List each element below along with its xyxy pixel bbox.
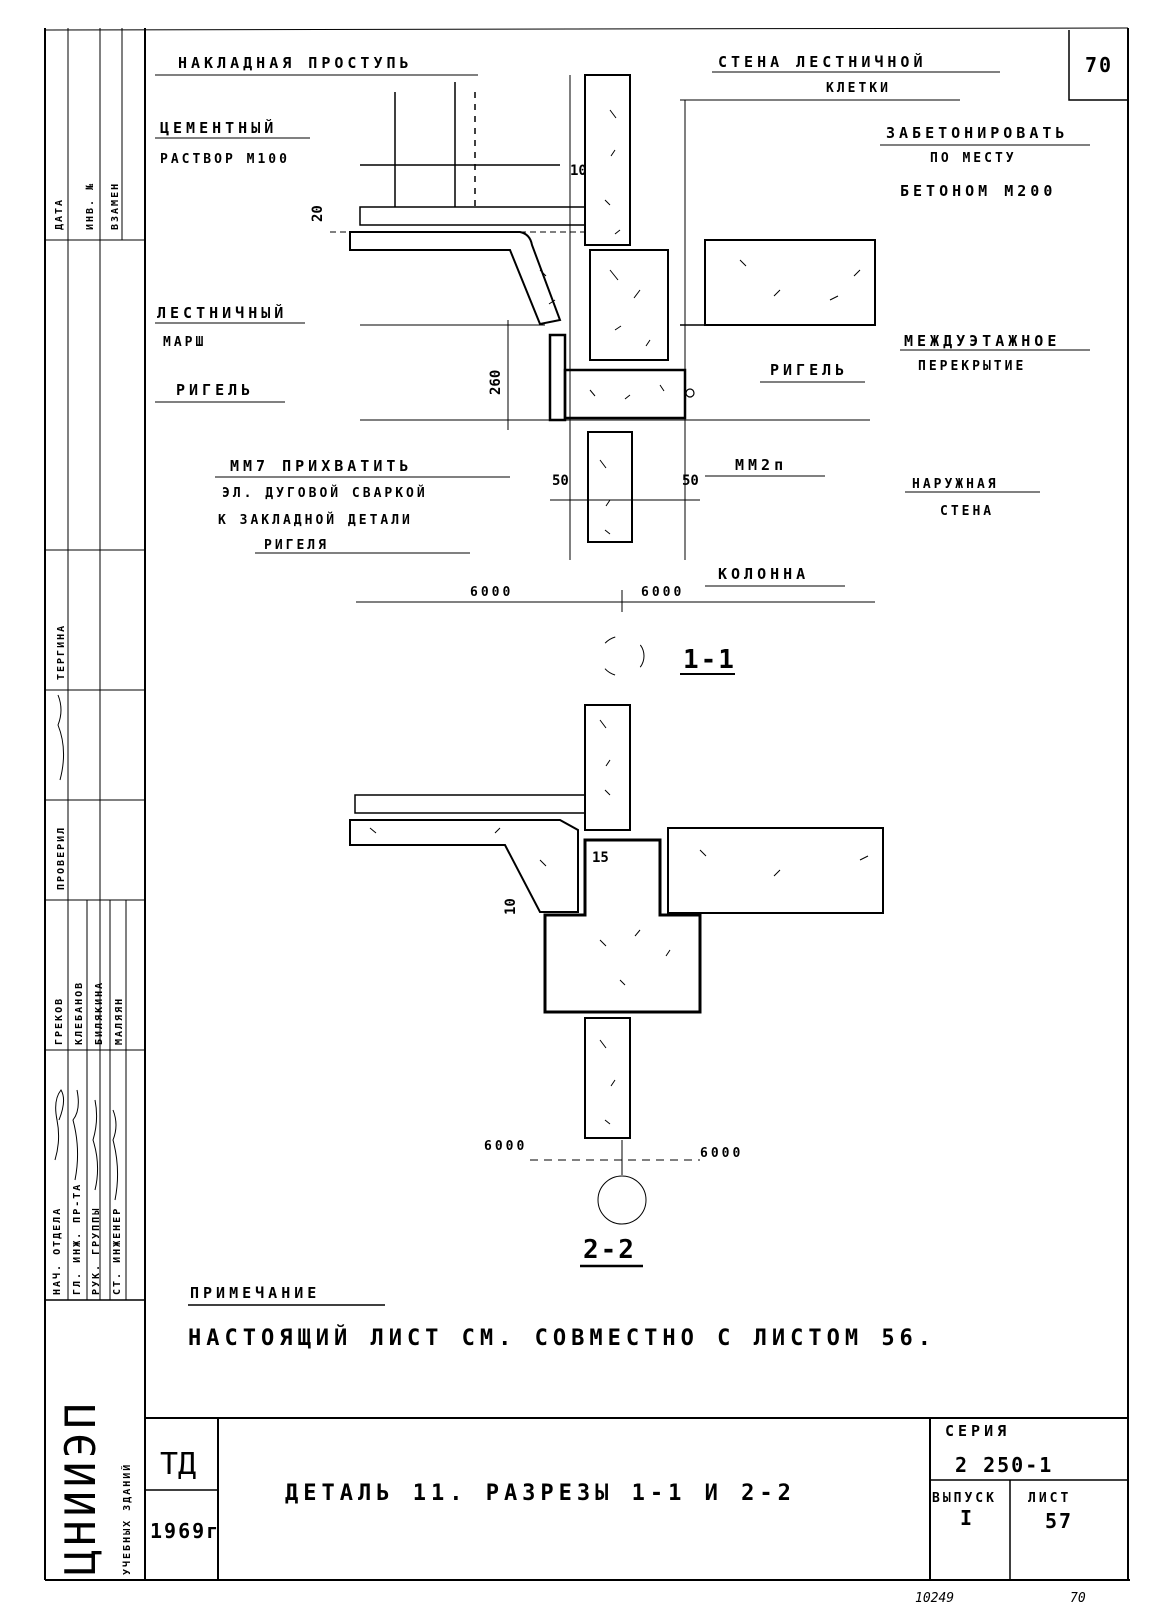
side-stamp: ДАТА ИНВ. № ВЗАМЕН ТЕРГИНА ПРОВЕРИЛ НАЧ.… [45, 182, 145, 1301]
dim-20: 20 [310, 205, 326, 222]
page-number: 70 [1085, 53, 1113, 77]
column [587, 431, 633, 543]
label-weld-line4: РИГЕЛЯ [264, 538, 329, 553]
dim-50-left: 50 [552, 473, 569, 489]
label-weld-line1: ММ7 ПРИХВАТИТЬ [230, 457, 412, 475]
issue-value: I [960, 1506, 974, 1530]
margin-label-inv: ИНВ. № [85, 182, 96, 230]
stamp-role-2: ГЛ. ИНЖ. ПР-ТА [72, 1183, 83, 1295]
label-marsh-line1: ЛЕСТНИЧНЫЙ [157, 303, 287, 322]
org-name: ЦНИИЭП [56, 1399, 105, 1575]
label-nakladnaya-prostup: НАКЛАДНАЯ ПРОСТУПЬ [178, 54, 413, 72]
stair-flight-slab [349, 231, 562, 326]
label-weld-line3: К ЗАКЛАДНОЙ ДЕТАЛИ [218, 512, 413, 528]
label-marsh-line2: МАРШ [163, 335, 206, 350]
label-weld-line2: ЭЛ. ДУГОВОЙ СВАРКОЙ [222, 485, 428, 501]
corner-code: 10249 [915, 1591, 954, 1606]
section-2-2-title: 2-2 [583, 1235, 636, 1265]
td-mark: ТД [160, 1447, 196, 1482]
stamp-name-4: МАЛЯЯН [114, 997, 125, 1045]
floor-slab [704, 239, 876, 326]
label-zabeton-line3: БЕТОНОМ М200 [900, 182, 1056, 200]
dim-50-right: 50 [682, 473, 699, 489]
stamp-role-3: РУК. ГРУППЫ [91, 1207, 102, 1295]
wall-upper [584, 704, 631, 831]
stamp-name-2: КЛЕБАНОВ [74, 981, 85, 1045]
section-1-1: НАКЛАДНАЯ ПРОСТУПЬ СТЕНА ЛЕСТНИЧНОЙ КЛЕТ… [155, 52, 1090, 677]
section-2-2: 15 10 6000 6000 2-2 [349, 704, 884, 1268]
label-outer-line2: СТЕНА [940, 504, 994, 519]
embedded-plate-mm7 [548, 333, 567, 422]
stair-slab [349, 794, 586, 913]
title-block: ЦНИИЭП УЧЕБНЫХ ЗДАНИЙ ТД 1969г ДЕТАЛЬ 11… [56, 1399, 1128, 1580]
section-1-1-title: 1-1 [683, 645, 736, 675]
rigel-beam [563, 368, 687, 420]
label-zabeton-line1: ЗАБЕТОНИРОВАТЬ [886, 124, 1068, 142]
sheet-value: 57 [1045, 1509, 1073, 1533]
label-perekr-line2: ПЕРЕКРЫТИЕ [918, 359, 1026, 374]
stair-tread [359, 82, 586, 226]
stamp-check-label: ПРОВЕРИЛ [56, 826, 67, 890]
sheet-label: ЛИСТ [1028, 1491, 1071, 1506]
label-mm2p: ММ2п [735, 456, 787, 474]
label-zabeton-line2: ПО МЕСТУ [930, 151, 1017, 166]
label-perekr-line1: МЕЖДУЭТАЖНОЕ [904, 332, 1060, 350]
stamp-role-1: НАЧ. ОТДЕЛА [51, 1207, 63, 1295]
dim-axis-right: 6000 [641, 585, 684, 600]
dim-260: 260 [488, 370, 504, 395]
label-kolonna: КОЛОННА [718, 565, 809, 583]
issue-label: ВЫПУСК [932, 1491, 997, 1506]
series-value: 2 250-1 [955, 1453, 1053, 1477]
floor-slab-2 [667, 827, 884, 914]
stamp-name-3: БИЛЯКИНА [94, 981, 105, 1045]
concrete-hatch-2 [369, 719, 869, 1125]
dim-axis-right-2: 6000 [700, 1146, 743, 1161]
label-stena-line1: СТЕНА ЛЕСТНИЧНОЙ [718, 52, 927, 71]
year: 1969г [150, 1519, 220, 1543]
label-cement-line2: РАСТВОР М100 [160, 152, 290, 167]
stamp-tergina: ТЕРГИНА [56, 624, 67, 680]
page-number-box: 70 [1068, 30, 1128, 101]
note-text: НАСТОЯЩИЙ ЛИСТ СМ. СОВМЕСТНО С ЛИСТОМ 56… [188, 1325, 936, 1351]
stamp-role-4: СТ. ИНЖЕНЕР [112, 1207, 123, 1295]
org-sub: УЧЕБНЫХ ЗДАНИЙ [120, 1463, 133, 1575]
margin-label-date: ДАТА [54, 198, 65, 230]
dim-10: 10 [570, 163, 587, 179]
column-lower [584, 1017, 631, 1139]
dim-15: 15 [592, 850, 609, 866]
level-lines [330, 75, 875, 612]
infill-concrete [589, 249, 669, 361]
concrete-hatch [539, 109, 861, 535]
rigel-cross-section [543, 838, 702, 1014]
label-stena-line2: КЛЕТКИ [826, 81, 891, 96]
note-block: ПРИМЕЧАНИЕ НАСТОЯЩИЙ ЛИСТ СМ. СОВМЕСТНО … [188, 1284, 936, 1351]
margin-label-replace: ВЗАМЕН [110, 182, 121, 230]
dim-axis-left-2: 6000 [484, 1139, 527, 1154]
stamp-name-1: ГРЕКОВ [54, 997, 65, 1045]
dim-axis-left: 6000 [470, 585, 513, 600]
drawing-title: ДЕТАЛЬ 11. РАЗРЕЗЫ 1-1 И 2-2 [285, 1481, 796, 1506]
signatures [54, 694, 119, 1201]
label-cement-line1: ЦЕМЕНТНЫЙ [160, 118, 277, 137]
dim-10-2: 10 [503, 898, 519, 915]
label-outer-line1: НАРУЖНАЯ [912, 477, 999, 492]
staircase-wall-upper [584, 74, 631, 246]
corner-page: 70 [1070, 1591, 1086, 1606]
label-rigel-right: РИГЕЛЬ [770, 361, 848, 379]
note-heading: ПРИМЕЧАНИЕ [190, 1284, 320, 1302]
label-rigel-left: РИГЕЛЬ [176, 381, 254, 399]
series-label: СЕРИЯ [945, 1422, 1010, 1440]
